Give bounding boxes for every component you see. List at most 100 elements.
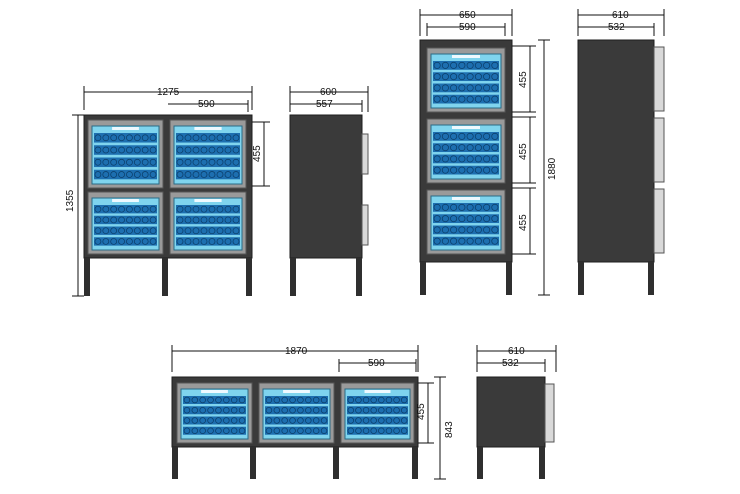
bottle-end [433,61,441,69]
bottle-end [483,237,491,245]
dim-height-label: 843 [444,421,455,438]
bottle-end [149,158,157,166]
side-body [476,376,546,448]
bottle-end [200,227,208,235]
bottle-end [200,238,208,245]
bottle-end [289,417,296,424]
bottle-end [110,134,118,142]
bottle-end [450,84,458,92]
bottle-end [491,61,499,69]
bottle-end [433,226,441,234]
bottle-end [191,407,199,414]
bottle-end [216,134,224,142]
bottle-end [297,417,304,424]
bottle-end [208,216,216,224]
dim-depth-inner-label: 532 [608,22,625,33]
bottle-end [474,73,482,81]
dim-width-inner-label: 590 [459,22,476,33]
bottle-end [133,158,141,166]
bottle-end [355,396,362,404]
bottle-end [110,238,118,245]
bottle-end [110,158,118,166]
bottle-end [355,407,362,414]
wine-rack-shelf [347,416,408,425]
bottle-end [215,407,222,414]
side-3-wide-dimensions: 610 532 [476,345,557,372]
bottle-end [224,238,232,245]
wine-rack-shelf [176,205,240,214]
bottle-end [281,396,288,404]
wine-rack-shelf [265,426,328,435]
bottle-end [466,61,474,69]
bottle-end [126,158,133,166]
bottle-end [491,226,499,234]
bottle-end [232,227,240,235]
wine-rack-shelf [433,132,499,141]
bottle-end [458,132,466,140]
bottle-end [320,427,328,434]
bottle-end [191,427,199,434]
door-group [176,382,415,444]
bottle-end [441,166,449,174]
bottle-end [94,205,102,213]
cabinet-leg [250,447,256,479]
bottle-end [232,216,240,224]
bottle-end [393,396,400,404]
bottle-end [320,417,328,424]
bottle-end [230,427,238,434]
bottle-end [141,216,149,224]
bottle-end [441,61,449,69]
bottle-end [466,226,474,234]
bottle-end [450,144,458,152]
side-leg [578,262,584,295]
cabinet-leg [506,262,512,295]
wine-rack-shelf [94,169,157,180]
bottle-end [141,205,149,213]
bottle-end [491,155,499,163]
cabinet-leg [172,447,178,479]
glass-door [87,191,164,255]
bottle-end [483,215,491,223]
bottle-end [441,95,449,103]
bottle-end [149,205,157,213]
bottle-end [126,171,133,178]
wine-rack-shelf [433,165,499,175]
bottle-end [433,203,441,211]
bottle-end [176,238,184,245]
bottle-end [149,216,157,224]
bottle-end [362,417,370,424]
bottle-end [192,171,200,178]
bottle-end [94,238,102,245]
bottle-end [393,417,400,424]
bottle-end [433,215,441,223]
bottle-end [466,144,474,152]
bottle-end [491,73,499,81]
bottle-end [305,427,312,434]
bottle-end [433,166,441,174]
dim-depth-inner-label: 557 [316,99,333,110]
bottle-end [224,227,232,235]
dim-door1-label: 455 [518,71,529,88]
bottle-end [208,134,216,142]
bottle-end [483,84,491,92]
bottle-end [385,427,393,434]
bottle-end [176,227,184,235]
bottle-end [450,166,458,174]
bottle-end [118,205,125,213]
bottle-end [370,407,377,414]
bottle-end [289,407,296,414]
wine-rack-shelf [176,237,240,246]
wine-rack-shelf [94,237,157,246]
wine-rack-shelf [347,396,408,404]
bottle-end [450,61,458,69]
bottle-end [184,158,192,166]
side-view-3-wide [476,376,555,479]
bottle-end [200,171,208,178]
bottle-end [458,226,466,234]
bottle-end [238,427,246,434]
bottle-end [450,132,458,140]
cabinet-leg [420,262,426,295]
wine-rack-shelf [176,145,240,155]
bottle-end [450,215,458,223]
